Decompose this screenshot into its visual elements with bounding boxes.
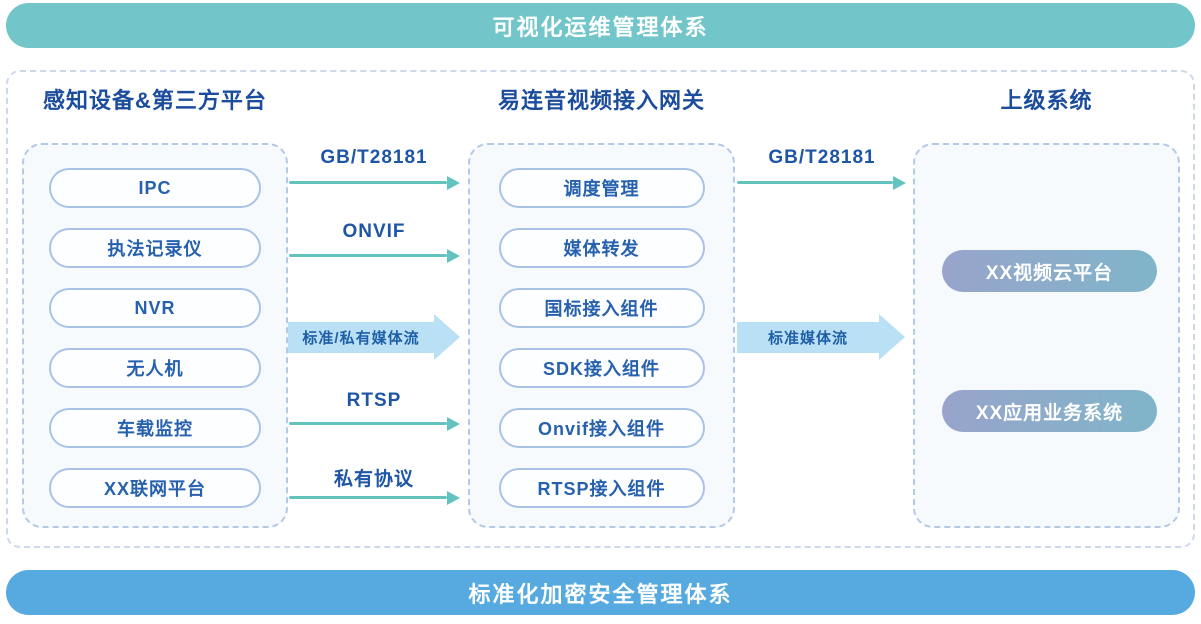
bottom-banner-label: 标准化加密安全管理体系 bbox=[468, 581, 733, 607]
device-pill-body-camera: 执法记录仪 bbox=[49, 228, 261, 268]
device-pill-ipc: IPC bbox=[49, 168, 261, 208]
arrow-head-onvif bbox=[447, 249, 460, 263]
arrow-label-rtsp: RTSP bbox=[346, 390, 402, 411]
thick-arrow-standard-media: 标准媒体流 bbox=[737, 322, 879, 353]
arrow-line-rtsp bbox=[289, 422, 447, 425]
device-pill-drone: 无人机 bbox=[49, 348, 261, 388]
top-banner-label: 可视化运维管理体系 bbox=[492, 14, 709, 40]
arrow-label-gb28181-left: GB/T28181 bbox=[320, 147, 428, 168]
gateway-pill-media-forward: 媒体转发 bbox=[498, 228, 705, 268]
arrow-line-private-protocol bbox=[289, 496, 447, 499]
gateway-pill-gb-access: 国标接入组件 bbox=[498, 288, 705, 328]
column-title-devices: 感知设备&第三方平台 bbox=[43, 88, 267, 113]
device-pill-nvr: NVR bbox=[49, 288, 261, 328]
upper-system-box: XX视频云平台 XX应用业务系统 bbox=[913, 143, 1180, 528]
arrow-head-gb28181-right bbox=[893, 176, 906, 190]
thick-arrow-label-standard-media: 标准媒体流 bbox=[767, 330, 848, 347]
gateway-pill-rtsp-access: RTSP接入组件 bbox=[498, 468, 705, 508]
arrow-head-gb28181-left bbox=[447, 176, 460, 190]
column-title-gateway: 易连音视频接入网关 bbox=[497, 88, 705, 113]
device-pill-xx-network-platform: XX联网平台 bbox=[49, 468, 261, 508]
top-banner: 可视化运维管理体系 bbox=[6, 3, 1195, 48]
arrow-line-gb28181-right bbox=[737, 181, 893, 184]
arrow-label-onvif: ONVIF bbox=[342, 221, 406, 242]
column-title-upper-system: 上级系统 bbox=[1000, 88, 1093, 113]
device-pill-vehicle-monitor: 车载监控 bbox=[49, 408, 261, 448]
thick-arrow-head-standard-media bbox=[879, 314, 905, 360]
thick-arrow-head-standard-private-media bbox=[434, 314, 460, 360]
arrow-head-private-protocol bbox=[447, 491, 460, 505]
thick-arrow-label-standard-private-media: 标准/私有媒体流 bbox=[302, 330, 420, 347]
devices-box: IPC 执法记录仪 NVR 无人机 车载监控 XX联网平台 bbox=[22, 143, 288, 528]
thick-arrow-standard-private-media: 标准/私有媒体流 bbox=[288, 322, 434, 353]
upper-pill-video-cloud: XX视频云平台 bbox=[942, 250, 1157, 292]
gateway-pill-onvif-access: Onvif接入组件 bbox=[498, 408, 705, 448]
arrow-line-onvif bbox=[289, 254, 447, 257]
bottom-banner: 标准化加密安全管理体系 bbox=[6, 570, 1195, 615]
arrow-head-rtsp bbox=[447, 417, 460, 431]
upper-pill-app-business: XX应用业务系统 bbox=[942, 390, 1157, 432]
arrow-line-gb28181-left bbox=[289, 181, 447, 184]
gateway-box: 调度管理 媒体转发 国标接入组件 SDK接入组件 Onvif接入组件 RTSP接… bbox=[468, 143, 735, 528]
arrow-label-gb28181-right: GB/T28181 bbox=[768, 147, 876, 168]
arrow-label-private-protocol: 私有协议 bbox=[333, 469, 414, 490]
gateway-pill-dispatch: 调度管理 bbox=[498, 168, 705, 208]
gateway-pill-sdk-access: SDK接入组件 bbox=[498, 348, 705, 388]
